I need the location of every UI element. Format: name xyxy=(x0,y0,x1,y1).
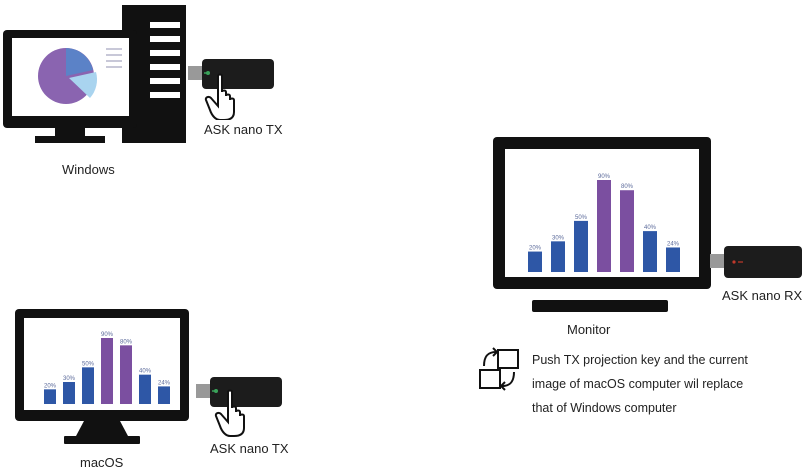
bar-data-label-6: 40% xyxy=(644,225,657,231)
bar-5 xyxy=(620,190,634,272)
bar-data-label-4: 90% xyxy=(101,332,114,338)
usb-dongle-icon xyxy=(710,246,802,278)
macos-bar-chart: 20% 30% 50% 90% 80% 40% 24% xyxy=(44,332,171,404)
bar-data-label-2: 30% xyxy=(552,235,565,241)
bar-1 xyxy=(528,251,542,272)
hand-pointer-icon xyxy=(214,389,245,437)
bar-data-label-2: 30% xyxy=(63,376,76,382)
bar-data-label-6: 40% xyxy=(139,369,152,375)
bar-7 xyxy=(666,247,680,272)
pie-chart-icon xyxy=(38,48,98,104)
bar-data-label-7: 24% xyxy=(158,380,171,386)
bar-data-label-4: 90% xyxy=(598,174,611,180)
bar-6 xyxy=(643,231,657,272)
bar-2 xyxy=(63,382,75,404)
bar-data-label-1: 20% xyxy=(529,246,542,252)
windows-pc xyxy=(0,0,190,150)
windows-pc-illustration xyxy=(3,5,186,143)
bar-6 xyxy=(139,374,151,404)
bar-2 xyxy=(551,241,565,272)
usb-dongle-icon xyxy=(188,59,274,120)
bar-5 xyxy=(120,345,132,404)
swap-screens-icon xyxy=(476,346,522,392)
tx-dongle-bottom[interactable] xyxy=(194,374,286,438)
monitor-illustration: 20% 30% 50% 90% 80% 40% 24% xyxy=(493,137,711,312)
description-line-2: image of macOS computer wil replace xyxy=(532,377,744,391)
hand-pointer-icon xyxy=(204,73,235,120)
description-line-3: that of Windows computer xyxy=(532,401,677,415)
bar-data-label-5: 80% xyxy=(621,184,634,190)
monitor-label: Monitor xyxy=(567,322,611,337)
rx-label: ASK nano RX xyxy=(722,288,803,303)
usb-dongle-icon xyxy=(196,377,282,437)
bar-3 xyxy=(574,220,588,272)
monitor-bar-chart: 20% 30% 50% 90% 80% 40% 24% xyxy=(528,174,680,272)
tx-top-label: ASK nano TX xyxy=(204,122,283,137)
bar-4 xyxy=(101,338,113,404)
bar-1 xyxy=(44,389,56,404)
macos-label: macOS xyxy=(80,455,124,470)
monitor: 20% 30% 50% 90% 80% 40% 24% xyxy=(492,136,714,318)
bar-data-label-5: 80% xyxy=(120,339,133,345)
bar-data-label-7: 24% xyxy=(667,241,680,247)
windows-label: Windows xyxy=(62,162,115,177)
bar-data-label-3: 50% xyxy=(575,215,588,221)
bar-3 xyxy=(82,367,94,404)
description-text: Push TX projection key and the current i… xyxy=(532,348,748,420)
bar-4 xyxy=(597,180,611,272)
tx-bottom-label: ASK nano TX xyxy=(210,441,289,456)
bar-data-label-3: 50% xyxy=(82,361,95,367)
macos-display-illustration: 20% 30% 50% 90% 80% 40% 24% xyxy=(15,309,189,444)
bar-7 xyxy=(158,386,170,404)
description-line-1: Push TX projection key and the current xyxy=(532,353,748,367)
macos-display: 20% 30% 50% 90% 80% 40% 24% xyxy=(14,308,192,450)
tx-dongle-top[interactable] xyxy=(186,56,278,120)
bar-data-label-1: 20% xyxy=(44,383,57,389)
rx-dongle[interactable] xyxy=(708,244,804,282)
